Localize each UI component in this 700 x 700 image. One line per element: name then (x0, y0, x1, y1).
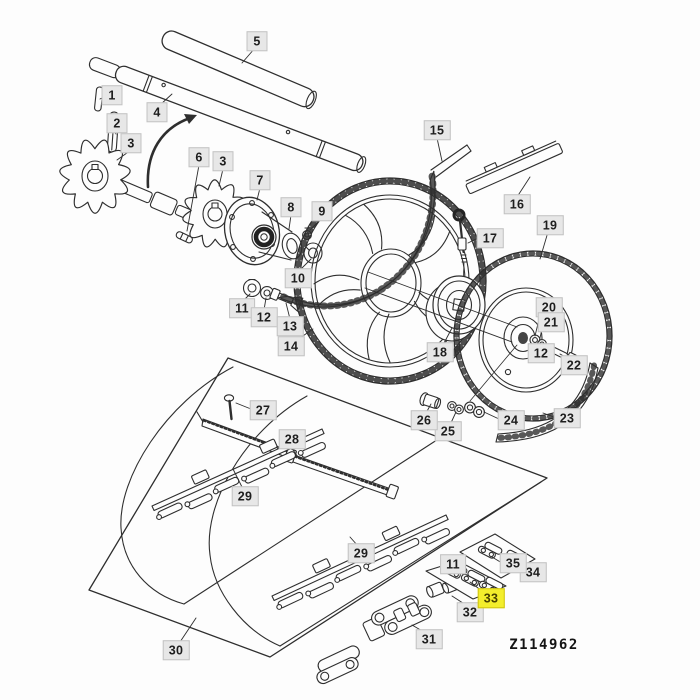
leader-line-long-lower (364, 287, 513, 343)
part-16-strip (465, 140, 563, 195)
part-31-chain-link (316, 595, 432, 685)
part-19-disc-wheel (453, 250, 613, 422)
callout-22[interactable]: 22 (560, 355, 588, 375)
part-8-bearing (251, 224, 277, 250)
callout-26[interactable]: 26 (410, 410, 438, 430)
callout-10[interactable]: 10 (284, 268, 312, 288)
callout-3[interactable]: 3 (212, 151, 234, 171)
callout-17[interactable]: 17 (476, 228, 504, 248)
callout-6[interactable]: 6 (188, 147, 210, 167)
leader-line-long-upper (367, 271, 518, 328)
callout-20[interactable]: 20 (535, 297, 563, 317)
callout-3[interactable]: 3 (120, 133, 142, 153)
callout-4[interactable]: 4 (146, 102, 168, 122)
callout-24[interactable]: 24 (497, 410, 525, 430)
part-29-chain-slats (151, 428, 451, 610)
callout-9[interactable]: 9 (311, 201, 333, 221)
callout-33-highlighted[interactable]: 33 (477, 588, 505, 608)
callout-2[interactable]: 2 (106, 113, 128, 133)
callout-32[interactable]: 32 (456, 602, 484, 622)
callout-29[interactable]: 29 (347, 543, 375, 563)
figure-code: Z114962 (509, 637, 579, 653)
rotation-arrow (146, 114, 197, 189)
callout-23[interactable]: 23 (553, 408, 581, 428)
callout-21[interactable]: 21 (537, 312, 565, 332)
callout-19[interactable]: 19 (536, 215, 564, 235)
callout-28[interactable]: 28 (278, 429, 306, 449)
callout-34[interactable]: 34 (519, 562, 547, 582)
callout-27[interactable]: 27 (249, 400, 277, 420)
callout-7[interactable]: 7 (249, 170, 271, 190)
callout-12[interactable]: 12 (250, 307, 278, 327)
callout-16[interactable]: 16 (503, 194, 531, 214)
callout-12[interactable]: 12 (527, 343, 555, 363)
callout-14[interactable]: 14 (277, 336, 305, 356)
callout-11[interactable]: 11 (440, 554, 466, 574)
part-17-eye-bolt (452, 208, 468, 307)
part-27-bolt (223, 394, 235, 421)
callout-35[interactable]: 35 (499, 553, 527, 573)
callout-5[interactable]: 5 (246, 31, 268, 51)
callout-29[interactable]: 29 (231, 486, 259, 506)
callout-11[interactable]: 11 (229, 298, 255, 318)
part-5-tube (161, 30, 317, 110)
callout-1[interactable]: 1 (101, 85, 123, 105)
callout-13[interactable]: 13 (276, 316, 304, 336)
part-15-wear-strip (278, 144, 472, 310)
callout-18[interactable]: 18 (426, 342, 454, 362)
part-6-key (175, 231, 193, 244)
part-4-shaft (88, 57, 367, 173)
callout-30[interactable]: 30 (162, 640, 190, 660)
callout-25[interactable]: 25 (434, 421, 462, 441)
callout-31[interactable]: 31 (415, 629, 443, 649)
part-11-lock-washer (242, 278, 262, 298)
callout-15[interactable]: 15 (423, 120, 451, 140)
callout-8[interactable]: 8 (280, 197, 302, 217)
